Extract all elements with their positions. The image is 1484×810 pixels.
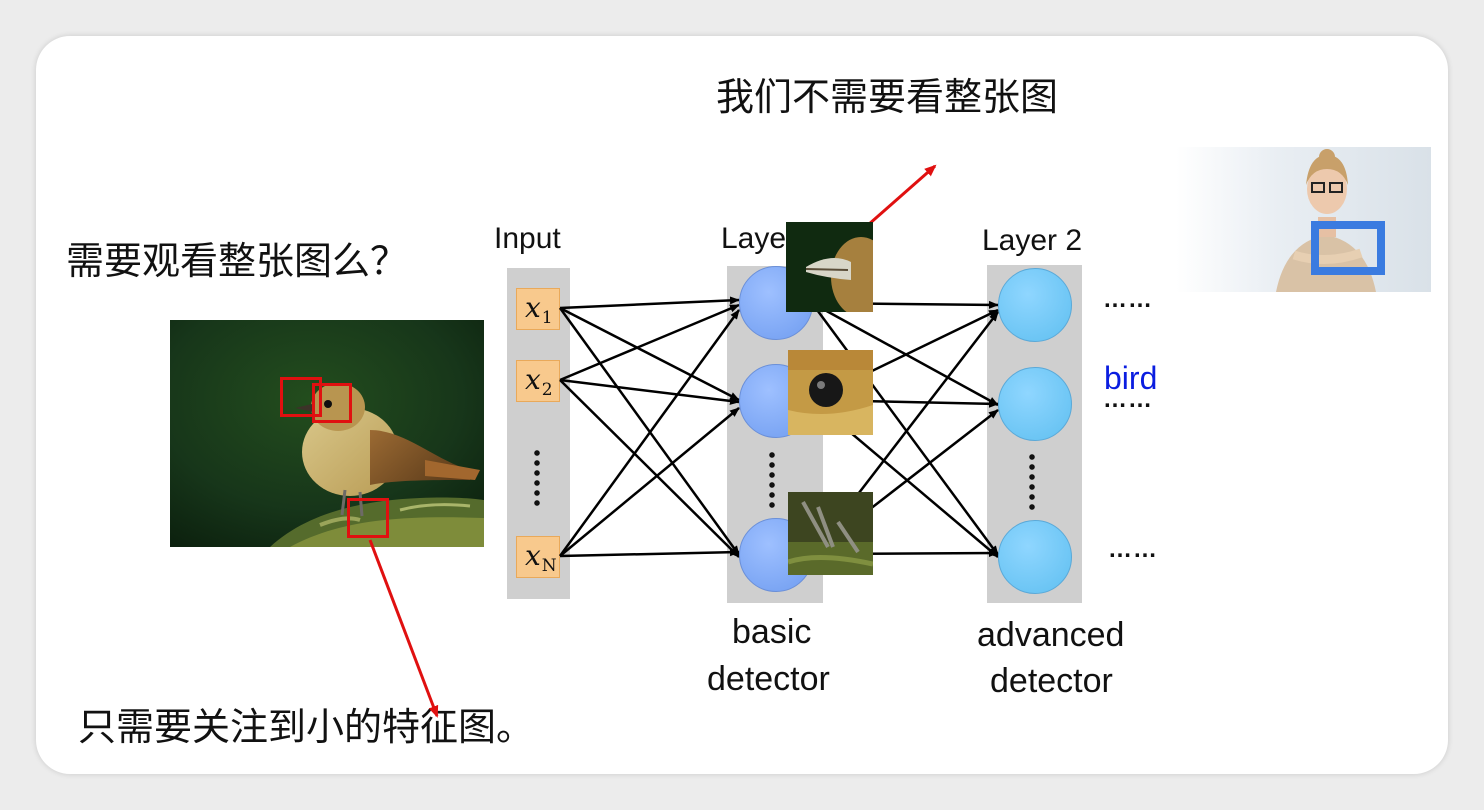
edge-x1-h2	[560, 308, 739, 400]
output-dots-3: ……	[1108, 536, 1158, 564]
edge-x2-h2	[560, 380, 739, 402]
patch-eye	[788, 350, 873, 435]
edge-x1-h1	[560, 300, 739, 308]
output-dots-1: ……	[1103, 286, 1153, 314]
patch-beak	[786, 222, 873, 312]
person-photo	[1176, 147, 1431, 292]
edge-x2-h3	[560, 380, 739, 557]
layer1-caption-line1: basic	[732, 613, 811, 652]
layer2-node-3	[998, 520, 1072, 594]
layer2-caption-line1: advanced	[977, 616, 1124, 655]
layer1-ellipsis	[768, 450, 776, 508]
layer2-node-2	[998, 367, 1072, 441]
edge-x2-h1	[560, 305, 739, 380]
red-arrow-foot	[370, 540, 437, 716]
layer2-caption-line2: detector	[990, 662, 1113, 701]
layer2-node-1	[998, 268, 1072, 342]
output-dots-2: ……	[1103, 386, 1153, 414]
edge-xN-h3	[560, 552, 739, 556]
layer2-ellipsis	[1028, 452, 1036, 510]
patch-foot	[788, 492, 873, 575]
layer1-caption-line2: detector	[707, 660, 830, 699]
